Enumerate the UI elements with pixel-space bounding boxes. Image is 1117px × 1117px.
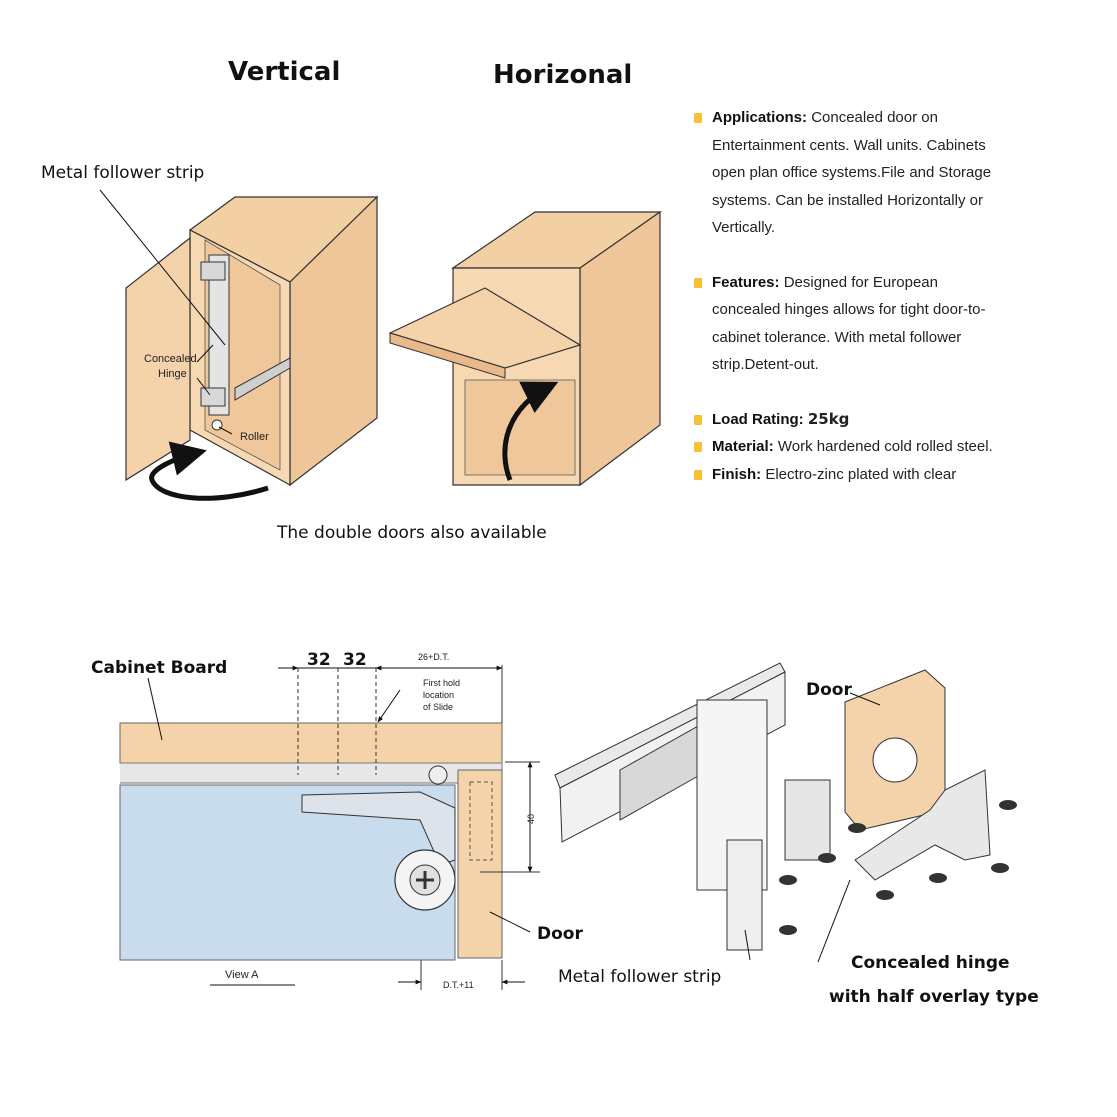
label-door-exploded: Door bbox=[806, 680, 852, 700]
spec-features-text: Designed for European concealed hinges a… bbox=[712, 273, 986, 374]
spec-material: Material: Work hardened cold rolled stee… bbox=[690, 433, 1000, 461]
specs-list: Applications: Concealed door on Entertai… bbox=[690, 104, 1000, 488]
title-vertical: Vertical bbox=[228, 57, 340, 87]
spec-load-rating: Load Rating: 25kg bbox=[690, 406, 1000, 434]
first-hold-2: location bbox=[423, 690, 454, 700]
spec-applications-label: Applications: bbox=[712, 109, 808, 126]
spec-applications-text: Concealed door on Entertainment cents. W… bbox=[712, 109, 992, 236]
vertical-cabinet bbox=[99, 189, 379, 501]
label-metal-follower-strip: Metal follower strip bbox=[41, 163, 204, 183]
label-metal-follower-strip-2: Metal follower strip bbox=[558, 967, 721, 987]
spec-load-label: Load Rating: bbox=[712, 410, 804, 428]
spec-finish: Finish: Electro-zinc plated with clear bbox=[690, 461, 1000, 489]
spec-load-value: 25kg bbox=[807, 409, 850, 428]
dim-32-a: 32 bbox=[307, 650, 331, 670]
dim-dt-11: D.T.+11 bbox=[443, 980, 474, 990]
exploded-view bbox=[554, 662, 1017, 963]
bullet-icon bbox=[694, 113, 702, 123]
first-hold-1: First hold bbox=[423, 678, 460, 688]
spec-finish-text: Electro-zinc plated with clear bbox=[765, 465, 957, 483]
bullet-icon bbox=[694, 469, 702, 480]
bullet-icon bbox=[694, 414, 702, 425]
label-concealed: Concealed bbox=[144, 353, 197, 365]
spec-material-text: Work hardened cold rolled steel. bbox=[777, 438, 993, 455]
dim-40: 40 bbox=[526, 814, 536, 824]
label-double-doors: The double doors also available bbox=[276, 523, 547, 543]
label-roller: Roller bbox=[240, 431, 269, 443]
section-drawing bbox=[119, 665, 540, 990]
spec-applications: Applications: Concealed door on Entertai… bbox=[690, 104, 1000, 242]
label-hinge: Hinge bbox=[158, 368, 187, 380]
title-horizontal: Horizonal bbox=[493, 60, 632, 90]
label-view-a: View A bbox=[225, 969, 259, 981]
spec-material-label: Material: bbox=[712, 438, 774, 455]
label-cabinet-board: Cabinet Board bbox=[91, 658, 227, 678]
spec-features-label: Features: bbox=[712, 273, 780, 291]
label-concealed-hinge-2: with half overlay type bbox=[829, 987, 1039, 1007]
dim-26-dt: 26+D.T. bbox=[418, 652, 449, 662]
spec-features: Features: Designed for European conceale… bbox=[690, 269, 1000, 379]
label-door-section: Door bbox=[537, 924, 583, 944]
bullet-icon bbox=[694, 442, 702, 452]
first-hold-3: of Slide bbox=[423, 702, 453, 712]
horizontal-cabinet bbox=[388, 210, 662, 487]
dim-32-b: 32 bbox=[343, 650, 367, 670]
label-concealed-hinge-1: Concealed hinge bbox=[851, 953, 1010, 973]
bullet-icon bbox=[694, 277, 702, 288]
spec-finish-label: Finish: bbox=[712, 465, 762, 483]
